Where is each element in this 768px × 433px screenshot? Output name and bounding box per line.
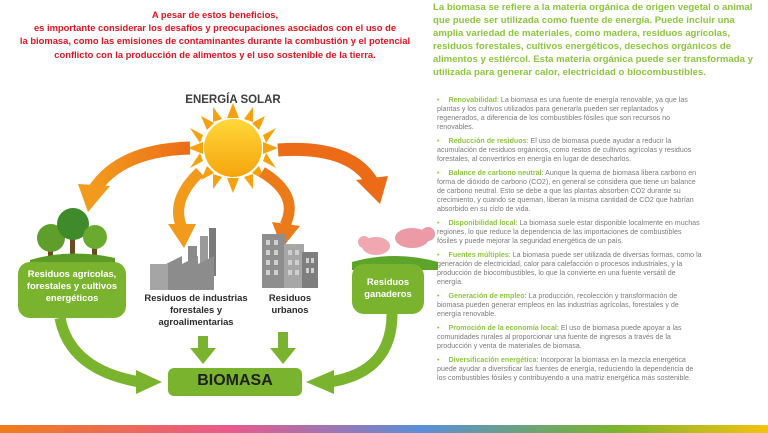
box-agricola [18, 262, 126, 318]
solar-title: ENERGÍA SOLAR [185, 94, 281, 106]
buildings-icon [262, 234, 318, 288]
intro-line: alimentos y estiércol. Esta materia orgá… [433, 53, 753, 65]
list-item: •Fuentes múltiples: La biomasa puede ser… [437, 250, 702, 287]
factory-icon [150, 228, 216, 290]
intro-line: La biomasa se refiere a la materia orgán… [433, 2, 753, 13]
bullet-title: Reducción de residuos [448, 136, 527, 145]
list-item: •Promoción de la economía local: El uso … [437, 323, 682, 350]
intro-paragraph: La biomasa se refiere a la materia orgán… [433, 2, 763, 79]
warning-paragraph: A pesar de estos beneficios, es importan… [8, 8, 422, 61]
pigs-icon [352, 227, 438, 270]
warning-line: es importante considerar los desafíos y … [33, 22, 397, 34]
bullet-title: Disponibilidad local [448, 218, 516, 227]
bullet-title: Fuentes múltiples [448, 250, 509, 259]
list-item: •Reducción de residuos: El uso de biomas… [437, 136, 692, 164]
arrow-industry-to-biomasa [190, 336, 216, 364]
arrow-urban-to-biomasa [270, 332, 296, 364]
list-item: •Balance de carbono neutral: Aunque la q… [437, 168, 697, 214]
arrow-right-to-biomasa [306, 313, 398, 394]
warning-line: A pesar de estos beneficios, [151, 9, 279, 20]
label-industrias: Residuos de industrias forestales y agro… [144, 292, 248, 328]
arrow-sun-to-industry [168, 167, 204, 248]
sun-icon [188, 103, 278, 193]
list-item: •Generación de empleo: La producción, re… [437, 291, 679, 318]
box-agricola-label: Residuos agrícolas, forestales y cultivo… [26, 268, 118, 303]
bottom-stripe [0, 425, 768, 433]
intro-line: utilizada para generar calor, electricid… [433, 66, 706, 78]
warning-line: la biomasa, como las emisiones de contam… [19, 35, 411, 47]
biomasa-label: BIOMASA [197, 372, 273, 389]
arrow-left-to-biomasa [54, 316, 162, 394]
box-ganaderos [352, 264, 424, 314]
box-ganaderos-label: Residuos ganaderos [364, 276, 412, 299]
intro-line: amplia variedad de materiales, como made… [433, 27, 731, 39]
bullet-title: Generación de empleo [448, 291, 525, 300]
list-item: •Renovabilidad: La biomasa es una fuente… [437, 96, 688, 132]
intro-line: residuos forestales, cultivos energético… [433, 40, 732, 52]
list-item: •Disponibilidad local: La biomasa suele … [437, 218, 700, 246]
list-item: •Diversificación energética: Incorporar … [437, 355, 694, 382]
trees-icon [30, 208, 115, 268]
bullet-title: Diversificación energética [448, 355, 537, 364]
arrow-sun-to-left [78, 141, 191, 212]
box-biomasa [168, 368, 302, 396]
bullet-title: Promoción de la economía local [448, 323, 557, 332]
label-urbanos: Residuos urbanos [268, 292, 312, 316]
benefits-list: •Renovabilidad: La biomasa es una fuente… [437, 96, 761, 387]
intro-line: que puede ser utilizada como fuente de e… [433, 14, 735, 26]
arrow-sun-to-right [277, 142, 388, 204]
bullet-title: Renovabilidad [448, 96, 497, 104]
warning-line: conflicto con la producción de alimentos… [54, 48, 376, 60]
bullet-title: Balance de carbono neutral [448, 168, 542, 177]
